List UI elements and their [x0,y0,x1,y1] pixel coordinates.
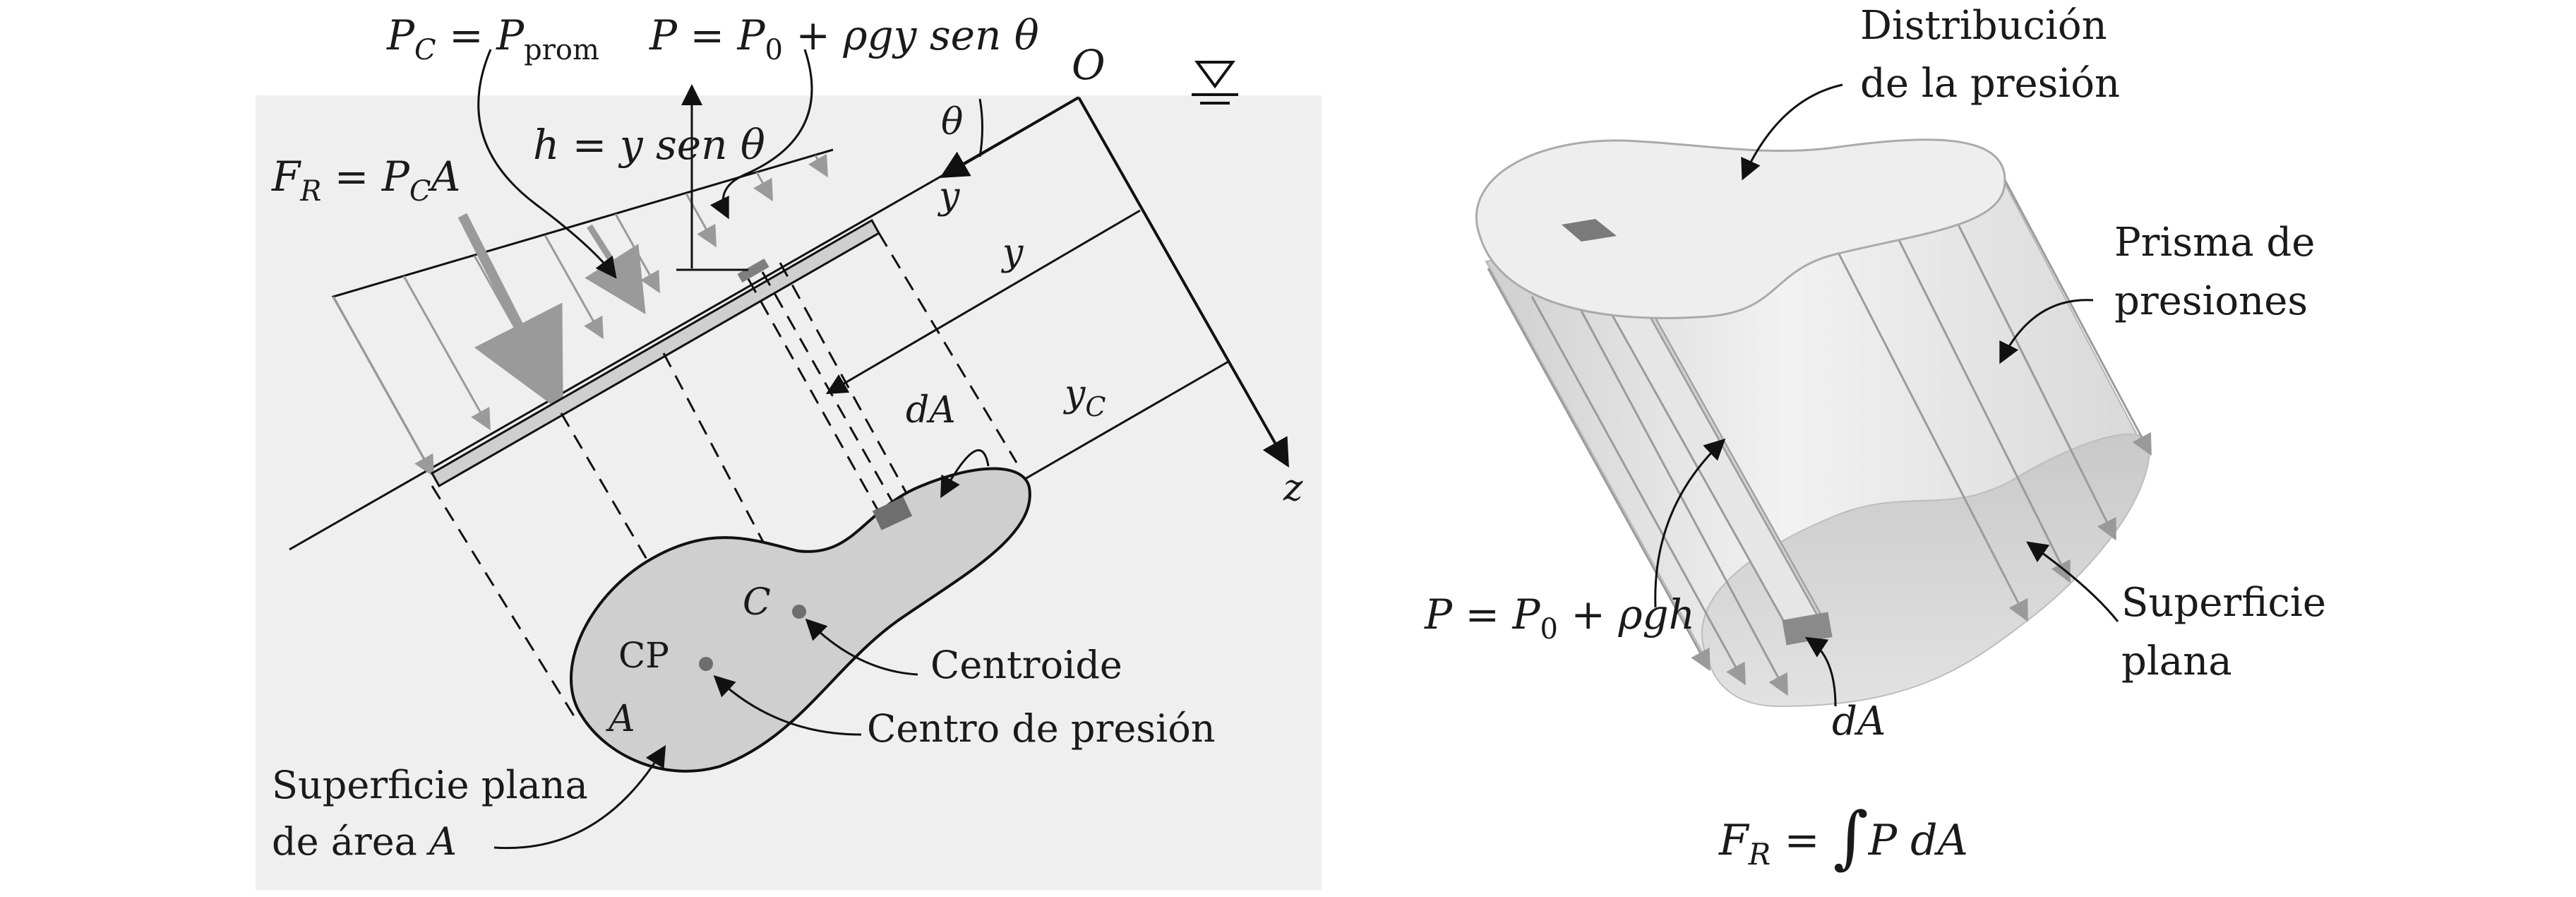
pressure-equation-label-right: P = P0 + ρgh [1424,590,1695,646]
plane-surface-area [570,467,1031,773]
surface-label-line1: Superficie [2121,580,2326,626]
prism-label-line1: Prisma de [2114,220,2315,266]
centroid-point [792,605,806,619]
plane-surface-label-line1: Superficie plana [272,763,588,807]
right-panel: Distribución de la presión Prisma de pre… [1424,3,2326,877]
dA-label-right: dA [1832,699,1886,744]
prism-edge-lines [1487,179,2152,696]
depth-equation-label: h = y sen θ [533,121,765,169]
free-surface-icon [1192,61,1238,105]
center-of-pressure-label: Centro de presión [867,706,1216,751]
y-axis-arrow [940,96,1080,179]
z-axis-label: z [1283,467,1303,509]
resultant-force-integral-label: FR = ∫P dA [1718,797,1968,877]
pressure-equation-label: P = P0 + ρgy sen θ [649,11,1039,66]
z-axis-line [1077,97,1289,468]
prism-label-line2: presiones [2114,278,2308,324]
origin-label: O [1072,41,1106,89]
area-element-dA [872,497,913,530]
plane-surface-label-line2: de área A [272,819,457,864]
left-panel: PC = Pprom P = P0 + ρgy sen θ O θ h = y … [256,11,1322,890]
y-dimension-label: y [1001,232,1024,274]
y-small-label: y [937,175,960,218]
centroid-letter-label: C [743,581,771,624]
y-dimension-arrow [825,209,1141,395]
plate-element-dA-edge [737,258,769,283]
elemental-prism-top [1562,219,1617,242]
resultant-force-equation-label: FR = PCA [271,153,460,208]
theta-arc [978,98,983,158]
yc-dimension-label: yC [1063,373,1106,422]
right-leader-lines [1654,83,2119,707]
distribution-label-line2: de la presión [1860,61,2120,107]
pressure-distribution-top [1475,138,2006,319]
center-of-pressure-point [699,657,713,671]
dA-label: dA [906,389,956,432]
leader-lines [477,49,990,850]
pc-equals-pprom-label: PC = Pprom [386,11,599,66]
resultant-force-arrow [457,213,563,413]
left-panel-background [256,95,1322,890]
center-of-pressure-abbrev-label: CP [618,635,669,676]
centroid-label: Centroide [930,643,1122,687]
theta-label: θ [941,101,963,143]
surface-label-line2: plana [2121,638,2232,684]
area-letter-label: A [606,698,635,740]
distribution-label-line1: Distribución [1860,3,2107,49]
